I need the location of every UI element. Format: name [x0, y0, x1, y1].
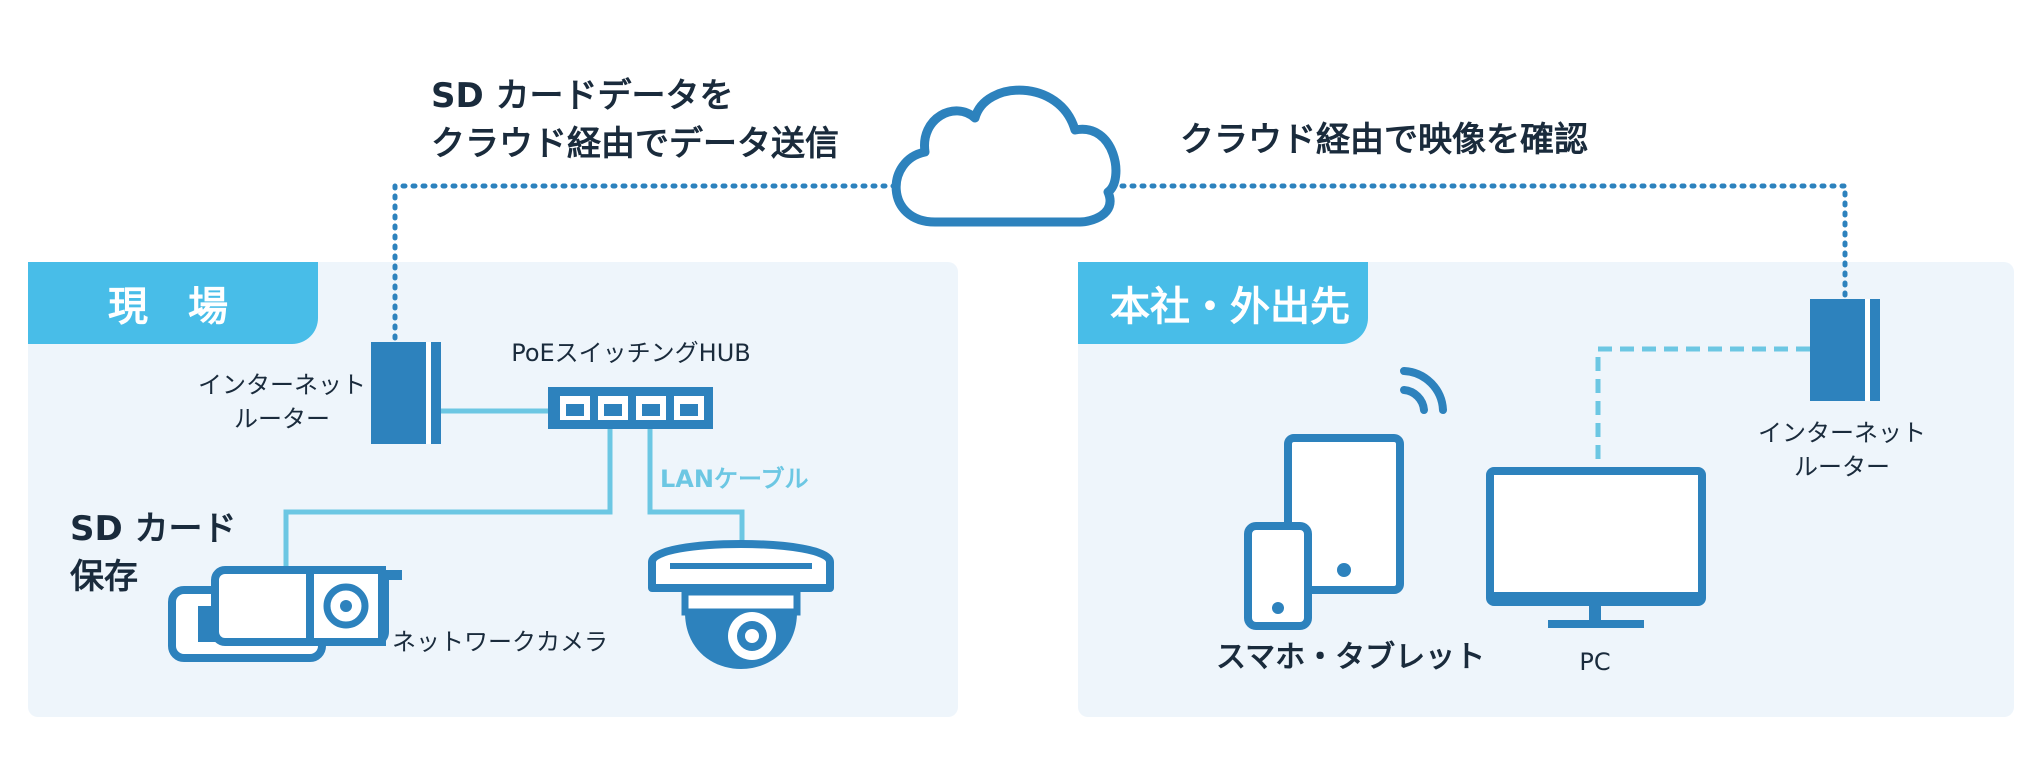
bullet-camera-icon — [168, 566, 402, 662]
office-router-label: インターネット ルーター — [1758, 419, 1926, 481]
hub-camera-cable — [283, 428, 613, 576]
tablet-icon — [1284, 434, 1404, 594]
smartphone-icon — [1244, 522, 1312, 630]
camera-label: ネットワークカメラ — [392, 628, 608, 656]
sd-storage-label: SD カード 保存 — [70, 509, 237, 597]
pc-label: PC — [1579, 648, 1611, 676]
office-lan-cable — [1595, 346, 1810, 470]
office-panel-title: 本社・外出先 — [1078, 262, 1368, 344]
router-icon — [371, 342, 441, 444]
hub-dome-cable — [647, 428, 745, 542]
internet-link-right — [1109, 183, 1848, 298]
pc-monitor-icon — [1486, 467, 1706, 628]
internet-link-left — [392, 183, 901, 341]
mobile-devices-label: スマホ・タブレット — [1216, 640, 1486, 675]
switching-hub-icon — [548, 387, 713, 429]
lan-cable-label: LANケーブル — [660, 465, 809, 493]
hub-label: PoEスイッチングHUB — [511, 339, 751, 367]
site-panel-title: 現 場 — [28, 262, 318, 344]
wifi-icon — [1400, 367, 1447, 414]
office-router-icon — [1810, 299, 1880, 401]
top-right-caption: クラウド経由で映像を確認 — [1180, 120, 1588, 160]
router-label: インターネット ルーター — [198, 371, 366, 433]
dome-camera-icon — [648, 540, 834, 669]
top-left-caption: SD カードデータを クラウド経由でデータ送信 — [431, 76, 839, 164]
cloud-icon — [891, 85, 1121, 227]
